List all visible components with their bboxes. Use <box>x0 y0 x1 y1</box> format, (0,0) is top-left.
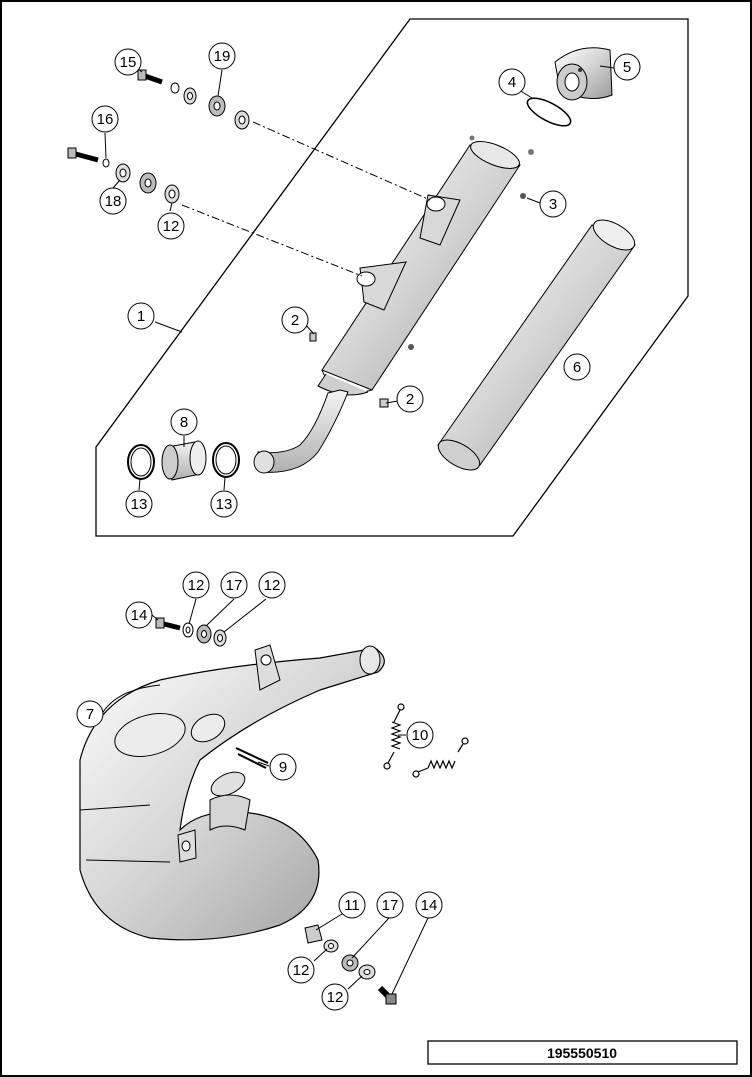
callout-6: 6 <box>563 353 591 381</box>
svg-text:8: 8 <box>180 414 188 431</box>
svg-text:1: 1 <box>137 308 145 325</box>
svg-text:9: 9 <box>279 759 287 776</box>
callout-9: 9 <box>269 753 297 781</box>
svg-text:5: 5 <box>623 59 631 76</box>
end-cap <box>554 47 613 101</box>
svg-text:3: 3 <box>549 196 557 213</box>
svg-text:14: 14 <box>131 607 148 624</box>
callout-16: 16 <box>91 105 119 133</box>
svg-text:17: 17 <box>226 577 243 594</box>
svg-text:4: 4 <box>508 74 516 91</box>
svg-text:14: 14 <box>421 897 438 914</box>
callout-12b: 12 <box>182 571 210 599</box>
callout-13a: 13 <box>125 490 153 518</box>
callout-11: 11 <box>338 891 366 919</box>
o-ring <box>526 97 572 127</box>
svg-text:12: 12 <box>188 577 205 594</box>
svg-text:12: 12 <box>293 962 310 979</box>
callout-10: 10 <box>406 721 434 749</box>
svg-text:6: 6 <box>573 359 581 376</box>
callout-14b: 14 <box>415 891 443 919</box>
callout-7: 7 <box>76 700 104 728</box>
silencer-body <box>317 135 534 396</box>
alignment-line-lower <box>181 204 363 277</box>
mounting-hardware-middle <box>155 617 227 647</box>
callout-3: 3 <box>539 190 567 218</box>
callout-12e: 12 <box>321 983 349 1011</box>
seal-strip <box>235 747 269 769</box>
callout-12c: 12 <box>258 571 286 599</box>
silencer-assembly-outline <box>95 18 689 537</box>
callout-18: 18 <box>99 187 127 215</box>
drawing-number-box <box>427 1040 738 1065</box>
svg-text:15: 15 <box>120 54 137 71</box>
callout-2b: 2 <box>396 385 424 413</box>
callout-1: 1 <box>127 302 155 330</box>
tension-springs <box>383 703 469 778</box>
mounting-hardware-upper <box>67 69 389 408</box>
svg-text:18: 18 <box>105 193 122 210</box>
callout-15: 15 <box>114 48 142 76</box>
svg-text:16: 16 <box>97 111 114 128</box>
svg-text:10: 10 <box>412 727 429 744</box>
svg-text:19: 19 <box>214 48 231 65</box>
silencer-sleeve <box>437 219 636 471</box>
callout-12d: 12 <box>287 956 315 984</box>
callout-14a: 14 <box>125 601 153 629</box>
connecting-sleeve <box>127 440 240 481</box>
svg-text:13: 13 <box>131 496 148 513</box>
svg-text:7: 7 <box>86 706 94 723</box>
alignment-line-upper <box>252 121 431 201</box>
svg-text:12: 12 <box>163 218 180 235</box>
silencer-inlet-pipe <box>253 389 349 474</box>
exhaust-pipe <box>79 644 385 941</box>
mounting-hardware-lower <box>304 924 397 1005</box>
leader-lines <box>104 62 615 995</box>
svg-text:17: 17 <box>382 897 399 914</box>
callout-5: 5 <box>613 53 641 81</box>
svg-text:2: 2 <box>406 391 414 408</box>
callout-8: 8 <box>170 408 198 436</box>
callout-4: 4 <box>498 68 526 96</box>
callout-2a: 2 <box>281 306 309 334</box>
callout-12a: 12 <box>157 212 185 240</box>
svg-text:11: 11 <box>344 897 360 914</box>
svg-text:2: 2 <box>291 312 299 329</box>
svg-text:12: 12 <box>327 989 344 1006</box>
callout-17a: 17 <box>220 571 248 599</box>
drawing-number: 195550510 <box>547 1045 617 1061</box>
callout-19: 19 <box>208 42 236 70</box>
svg-text:12: 12 <box>264 577 281 594</box>
callout-13b: 13 <box>210 490 238 518</box>
callout-17b: 17 <box>376 891 404 919</box>
svg-text:13: 13 <box>216 496 233 513</box>
